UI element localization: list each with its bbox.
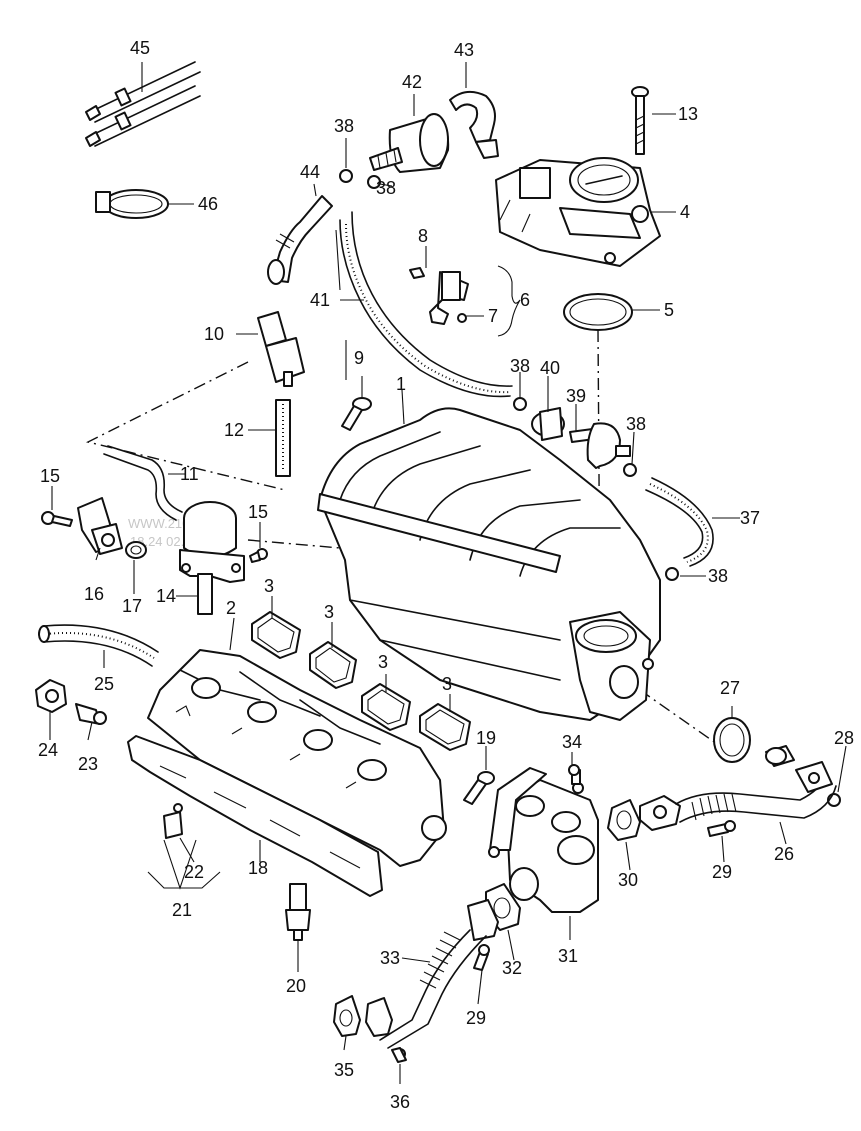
hose-clips [85, 61, 201, 147]
callout-39: 39 [566, 386, 586, 406]
coolant-hose [38, 624, 159, 667]
callout-18: 18 [248, 858, 268, 878]
callout-29-a: 29 [712, 862, 732, 882]
callout-33: 33 [380, 948, 400, 968]
callout-19: 19 [476, 728, 496, 748]
position-sensor [409, 267, 469, 325]
cooler-bolt [568, 764, 580, 776]
map-sensor [41, 497, 268, 563]
callout-21: 21 [172, 900, 192, 920]
callout-22: 22 [184, 862, 204, 882]
small-clamps [339, 169, 679, 581]
small-vacuum-hose [103, 445, 183, 521]
callout-41: 41 [310, 290, 330, 310]
callout-34: 34 [562, 732, 582, 752]
callout-38-e: 38 [708, 566, 728, 586]
callout-36: 36 [390, 1092, 410, 1112]
sealing-ring [713, 717, 751, 763]
manifold-gaskets [251, 611, 471, 751]
callout-7: 7 [488, 306, 498, 326]
sensor-cap [163, 803, 183, 839]
callout-15-b: 15 [248, 502, 268, 522]
callout-6: 6 [520, 290, 530, 310]
callout-14: 14 [156, 586, 176, 606]
callout-12: 12 [224, 420, 244, 440]
callout-11: 11 [180, 464, 199, 484]
callout-17: 17 [122, 596, 142, 616]
callout-8: 8 [418, 226, 428, 246]
callout-30: 30 [618, 870, 638, 890]
callout-2: 2 [226, 598, 236, 618]
exhaust-manifold [147, 649, 447, 867]
plug-and-nut [35, 679, 107, 725]
callout-32: 32 [502, 958, 522, 978]
callout-3-d: 3 [442, 674, 452, 694]
callout-25: 25 [94, 674, 114, 694]
callout-4: 4 [680, 202, 690, 222]
callout-45: 45 [130, 38, 150, 58]
callout-28: 28 [834, 728, 854, 748]
callout-3-b: 3 [324, 602, 334, 622]
egr-cooler [488, 767, 599, 913]
exhaust-bolt [463, 771, 495, 805]
callout-37: 37 [740, 508, 760, 528]
throttle-body [495, 157, 661, 267]
callout-35: 35 [334, 1060, 354, 1080]
vacuum-reservoir [369, 113, 450, 173]
manifold-bolt [341, 397, 372, 431]
callout-20: 20 [286, 976, 306, 996]
callout-38-b: 38 [376, 178, 396, 198]
flex-pipe [379, 899, 499, 1049]
callout-23: 23 [78, 754, 98, 774]
callout-26: 26 [774, 844, 794, 864]
vacuum-hose-elbow [267, 195, 333, 285]
callout-15-a: 15 [40, 466, 60, 486]
callout-31: 31 [558, 946, 578, 966]
long-vacuum-hose [339, 211, 513, 398]
callout-38-d: 38 [626, 414, 646, 434]
callout-10: 10 [204, 324, 224, 344]
callout-24: 24 [38, 740, 58, 760]
reservoir-bracket [449, 90, 499, 159]
callout-5: 5 [664, 300, 674, 320]
callout-1: 1 [396, 374, 406, 394]
right-vacuum-hose [645, 477, 714, 567]
pipe-flange-gasket [333, 995, 407, 1063]
callout-40: 40 [540, 358, 560, 378]
check-valve [531, 407, 631, 469]
callout-13: 13 [678, 104, 698, 124]
temperature-sensor [285, 883, 311, 941]
callout-numbers: 45 46 44 38 38 42 43 13 4 5 6 7 8 9 1 10… [38, 38, 854, 1112]
long-bolt [631, 86, 649, 155]
callout-3-a: 3 [264, 576, 274, 596]
egr-pipe [639, 761, 837, 831]
callout-38-c: 38 [510, 356, 530, 376]
o-ring-seal [563, 293, 633, 331]
callout-3-c: 3 [378, 652, 388, 672]
intake-manifold [317, 407, 661, 721]
callout-27: 27 [720, 678, 740, 698]
egr-gasket [607, 799, 641, 841]
callout-42: 42 [402, 72, 422, 92]
callout-44: 44 [300, 162, 320, 182]
egr-vacuum-valve [179, 501, 245, 615]
callout-46: 46 [198, 194, 218, 214]
solenoid-valve [257, 311, 305, 477]
callout-43: 43 [454, 40, 474, 60]
callout-16: 16 [84, 584, 104, 604]
hose-clamp [95, 189, 169, 219]
callout-9: 9 [354, 348, 364, 368]
callout-38-a: 38 [334, 116, 354, 136]
egr-bolts [473, 820, 736, 971]
heat-shield [127, 735, 383, 897]
leader-lines [49, 62, 847, 1084]
callout-29-b: 29 [466, 1008, 486, 1028]
